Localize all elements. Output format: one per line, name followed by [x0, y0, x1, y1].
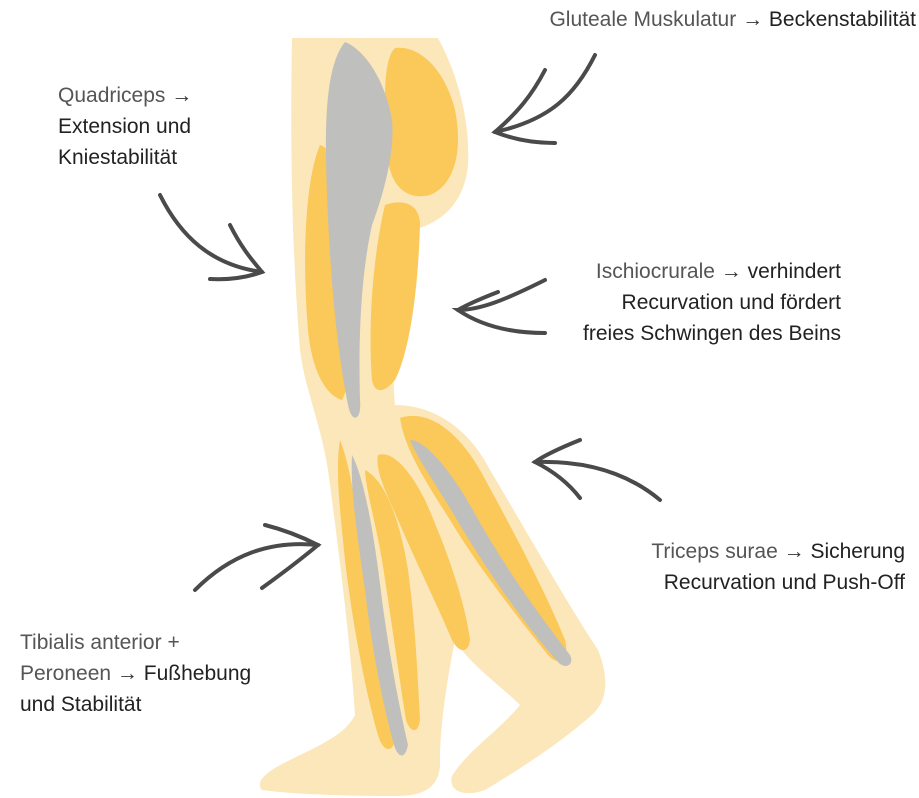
tibialis-muscle-line1: Tibialis anterior +: [20, 627, 251, 658]
gluteal-arrow-head-icon: [495, 70, 555, 143]
gluteal-function: Beckenstabilität: [769, 8, 916, 31]
ischiocrurale-function-line1: verhindert: [748, 260, 841, 283]
gluteal-muscle-name: Gluteale Muskulatur: [549, 8, 736, 31]
quadriceps-label: Quadriceps → Extension und Kniestabilitä…: [58, 80, 192, 173]
triceps-surae-function-line2: Recurvation und Push-Off: [651, 567, 905, 598]
ischiocrurale-function-line2: Recurvation und fördert: [583, 287, 841, 318]
quadriceps-function-line1: Extension und: [58, 111, 192, 142]
quadriceps-function-line2: Kniestabilität: [58, 142, 192, 173]
triceps-surae-function-line1: Sicherung: [810, 540, 905, 563]
tibialis-function-line1: Fußhebung: [144, 662, 251, 685]
triceps-surae-muscle-name: Triceps surae: [651, 540, 777, 563]
ischiocrurale-function-line3: freies Schwingen des Beins: [583, 318, 841, 349]
gluteal-arrow-symbol: →: [742, 8, 763, 31]
tibialis-arrow-symbol: →: [117, 662, 138, 685]
ischiocrurale-arrow-symbol: →: [721, 260, 742, 283]
ischiocrurale-label: Ischiocrurale → verhindert Recurvation u…: [583, 256, 841, 349]
tibialis-arrow-head-icon: [262, 525, 318, 588]
quadriceps-muscle-name: Quadriceps: [58, 84, 165, 107]
ischio-arrow-icon: [458, 280, 545, 333]
ischiocrurale-muscle-name: Ischiocrurale: [596, 260, 715, 283]
tibialis-muscle-line2: Peroneen: [20, 662, 111, 685]
quadriceps-arrow-icon: [160, 195, 262, 272]
triceps-arrow-icon: [535, 462, 660, 500]
triceps-arrow-head-icon: [535, 440, 580, 498]
quadriceps-arrow-symbol: →: [171, 84, 192, 107]
triceps-surae-label: Triceps surae → Sicherung Recurvation un…: [651, 536, 905, 598]
tibialis-label: Tibialis anterior + Peroneen → Fußhebung…: [20, 627, 251, 720]
triceps-surae-arrow-symbol: →: [784, 540, 805, 563]
tibialis-arrow-icon: [195, 544, 318, 590]
tibialis-function-line2: und Stabilität: [20, 689, 251, 720]
gluteal-label: Gluteale Muskulatur → Beckenstabilität: [549, 4, 916, 35]
